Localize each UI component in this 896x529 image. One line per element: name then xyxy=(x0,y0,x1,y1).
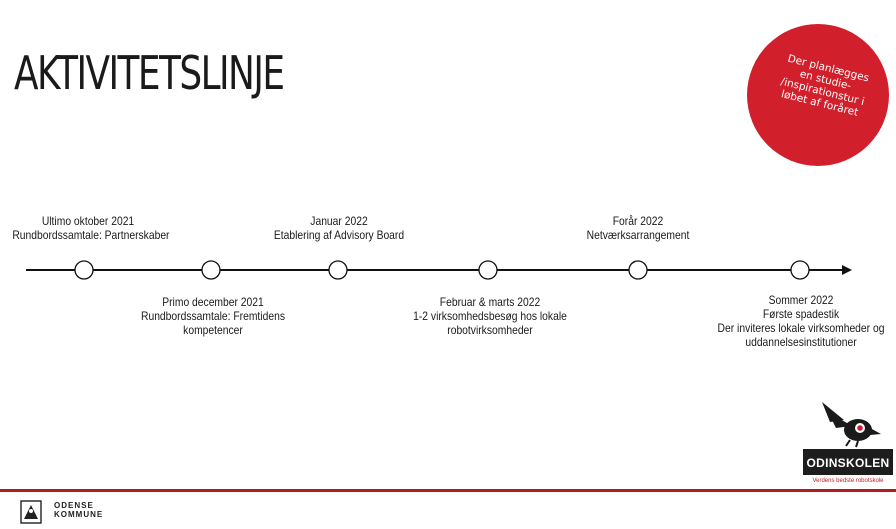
event-desc: 1-2 virksomhedsbesøg hos lokale xyxy=(413,309,567,323)
event-desc: Etablering af Advisory Board xyxy=(273,228,405,242)
event-feb-mar-2022: Februar & marts 2022 1-2 virksomhedsbesø… xyxy=(406,295,575,337)
event-desc: Der inviteres lokale virksomheder og xyxy=(717,321,885,335)
event-date: Januar 2022 xyxy=(310,214,368,228)
timeline-node xyxy=(628,260,648,280)
timeline-node xyxy=(201,260,221,280)
timeline-node xyxy=(478,260,498,280)
logo-name: ODINSKOLEN xyxy=(806,456,890,470)
event-summer-2022: Sommer 2022 Første spadestik Der inviter… xyxy=(702,293,896,349)
footer-divider xyxy=(0,489,896,492)
org-name: ODENSE KOMMUNE xyxy=(54,501,103,519)
event-date: Primo december 2021 xyxy=(162,295,264,309)
event-desc: kompetencer xyxy=(183,323,243,337)
event-dec-2021: Primo december 2021 Rundbordssamtale: Fr… xyxy=(140,295,286,337)
event-date: Februar & marts 2022 xyxy=(439,295,541,309)
event-date: Sommer 2022 xyxy=(768,293,834,307)
event-desc: uddannelsesinstitutioner xyxy=(745,335,857,349)
logo-tagline: Verdens bedste robotskole xyxy=(812,478,884,484)
org-line: KOMMUNE xyxy=(54,510,104,519)
event-desc: Første spadestik xyxy=(762,307,840,321)
logo-banner xyxy=(803,449,893,475)
org-line: ODENSE xyxy=(54,501,94,510)
timeline-arrow-icon xyxy=(842,265,852,275)
timeline-node xyxy=(328,260,348,280)
event-desc: Netværksarrangement xyxy=(586,228,690,242)
note-badge xyxy=(747,24,889,166)
event-desc: Rundbordssamtale: Fremtidens xyxy=(141,309,285,323)
timeline-node xyxy=(790,260,810,280)
event-date: Ultimo oktober 2021 xyxy=(41,214,135,228)
event-date: Forår 2022 xyxy=(612,214,664,228)
event-oct-2021: Ultimo oktober 2021 Rundbordssamtale: Pa… xyxy=(12,214,170,242)
city-crest-icon xyxy=(20,500,42,524)
event-desc: robotvirksomheder xyxy=(447,323,533,337)
raven-logo-icon xyxy=(822,402,881,448)
event-spring-2022: Forår 2022 Netværksarrangement xyxy=(578,214,698,242)
event-desc: Rundbordssamtale: Partnerskaber xyxy=(12,228,170,242)
timeline-node xyxy=(74,260,94,280)
event-jan-2022: Januar 2022 Etablering af Advisory Board xyxy=(264,214,414,242)
page-title: AKTIVITETSLINJE xyxy=(14,46,285,100)
